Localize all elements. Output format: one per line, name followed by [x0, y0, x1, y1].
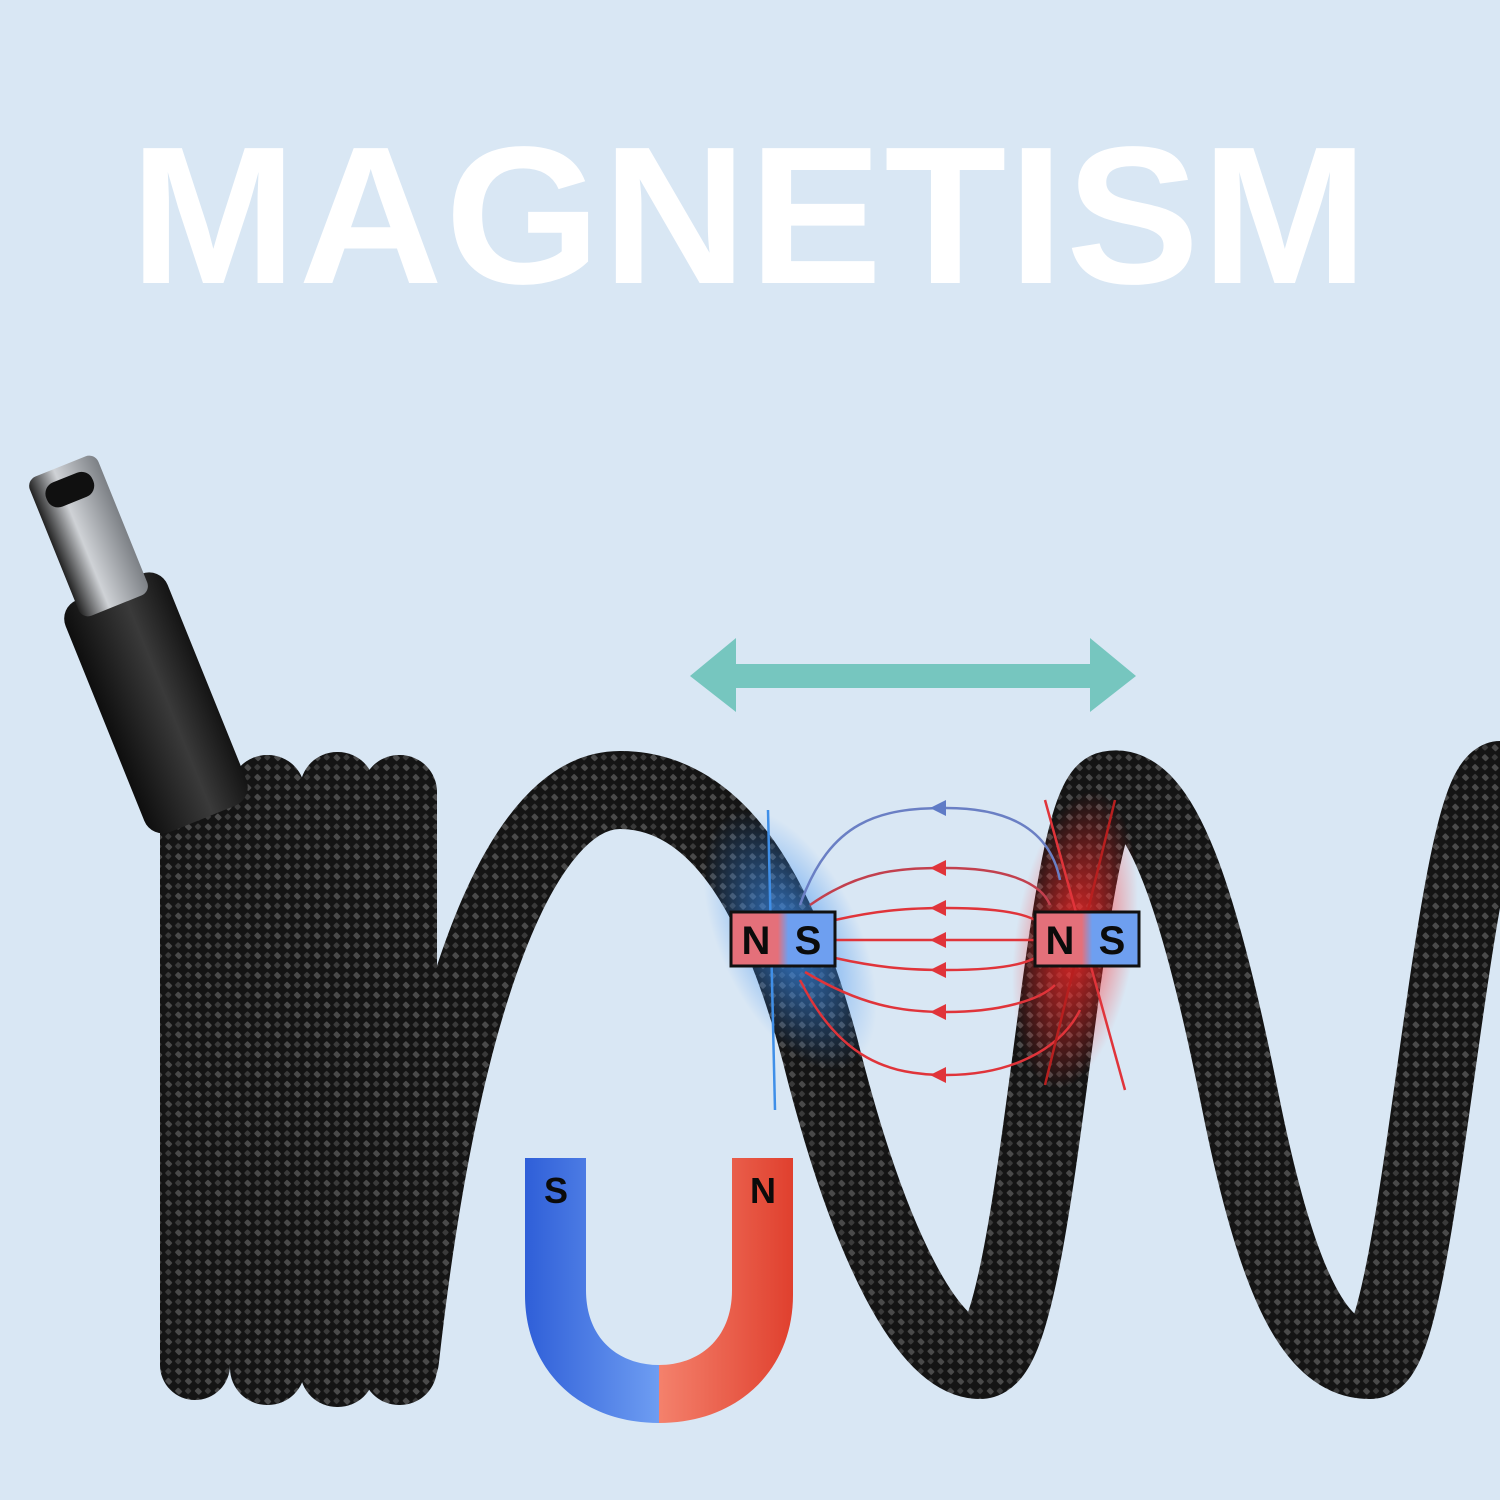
horseshoe-north-label: N [750, 1170, 776, 1211]
magnet-south-label: S [1099, 919, 1126, 963]
magnet-north-label: N [742, 919, 771, 963]
horseshoe-magnet-icon: S N [525, 1158, 793, 1423]
double-arrow-icon [690, 638, 1136, 712]
coiled-cable [160, 741, 1500, 1407]
field-lines-icon [766, 799, 1127, 1111]
horseshoe-south-label: S [544, 1170, 568, 1211]
bar-magnet-left: N S [729, 910, 837, 968]
page-title: MAGNETISM [129, 106, 1371, 325]
usb-c-connector-icon [29, 455, 248, 834]
bar-magnet-right: N S [1033, 910, 1141, 968]
magnet-north-label: N [1046, 919, 1075, 963]
magnet-south-label: S [795, 919, 822, 963]
